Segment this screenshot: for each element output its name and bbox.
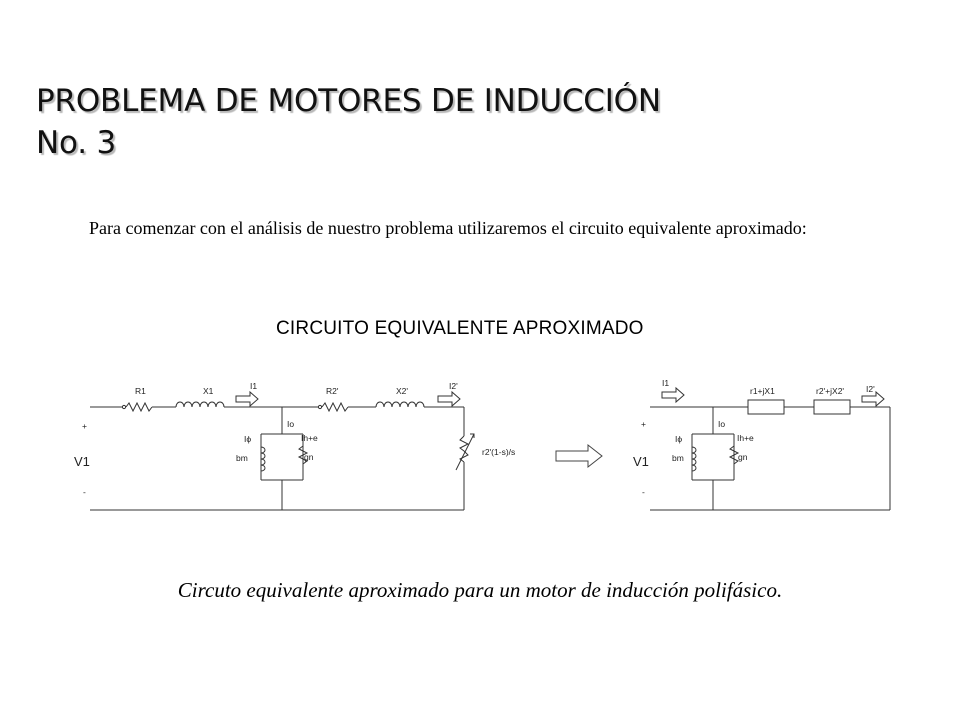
label-i2: I2' xyxy=(449,381,458,391)
label-ihe: Ih+e xyxy=(301,433,318,443)
resistor-gn xyxy=(297,445,309,465)
title-line-1: PROBLEMA DE MOTORES DE INDUCCIÓN xyxy=(36,83,661,119)
resistor-gn xyxy=(728,445,740,465)
right-circuit-diagram: I1 r1+jX1 r2'+jX2' I2' Io Iϕ bm Ih+e gn … xyxy=(633,378,891,511)
figure-heading: CIRCUITO EQUIVALENTE APROXIMADO xyxy=(276,318,644,339)
figure-caption: Circuto equivalente aproximado para un m… xyxy=(177,578,783,602)
inductor-bm xyxy=(691,446,697,472)
label-bm: bm xyxy=(672,453,684,463)
intro-paragraph: Para comenzar con el análisis de nuestro… xyxy=(89,218,807,238)
arrow-i2 xyxy=(437,390,461,408)
title-line-2: No. 3 xyxy=(36,125,117,161)
arrow-i1 xyxy=(661,386,685,404)
inductor-bm xyxy=(260,446,266,472)
label-iphi: Iϕ xyxy=(244,434,251,444)
label-plus: + xyxy=(641,419,646,429)
label-minus: - xyxy=(642,487,645,497)
label-v1: V1 xyxy=(633,454,649,469)
label-x1: X1 xyxy=(203,386,214,396)
resistor-r1 xyxy=(125,401,153,413)
label-v1: V1 xyxy=(74,454,90,469)
label-gn: gn xyxy=(304,452,314,462)
arrow-i1 xyxy=(235,390,259,408)
label-bm: bm xyxy=(236,453,248,463)
impedance-z2 xyxy=(813,399,851,415)
label-load: r2'(1-s)/s xyxy=(482,447,515,457)
label-ihe: Ih+e xyxy=(737,433,754,443)
label-r1: R1 xyxy=(135,386,146,396)
left-circuit-diagram: R1 X1 I1 R2' X2' I2' Io Iϕ bm Ih+e gn r2… xyxy=(74,381,515,511)
label-i2: I2' xyxy=(866,384,875,394)
label-z1: r1+jX1 xyxy=(750,386,775,396)
label-i1: I1 xyxy=(662,378,669,388)
label-io: Io xyxy=(718,419,725,429)
inductor-x2 xyxy=(375,401,425,408)
label-minus: - xyxy=(83,487,86,497)
label-io: Io xyxy=(287,419,294,429)
label-iphi: Iϕ xyxy=(675,434,682,444)
label-plus: + xyxy=(82,421,87,431)
equivalence-arrow-icon xyxy=(555,443,603,469)
label-gn: gn xyxy=(738,452,748,462)
label-r2: R2' xyxy=(326,386,339,396)
label-i1: I1 xyxy=(250,381,257,391)
resistor-r2 xyxy=(321,401,349,413)
label-z2: r2'+jX2' xyxy=(816,386,844,396)
impedance-z1 xyxy=(747,399,785,415)
arrow-i2 xyxy=(861,390,885,408)
label-x2: X2' xyxy=(396,386,408,396)
inductor-x1 xyxy=(175,401,225,408)
slide-title: PROBLEMA DE MOTORES DE INDUCCIÓN No. 3 xyxy=(36,80,661,164)
